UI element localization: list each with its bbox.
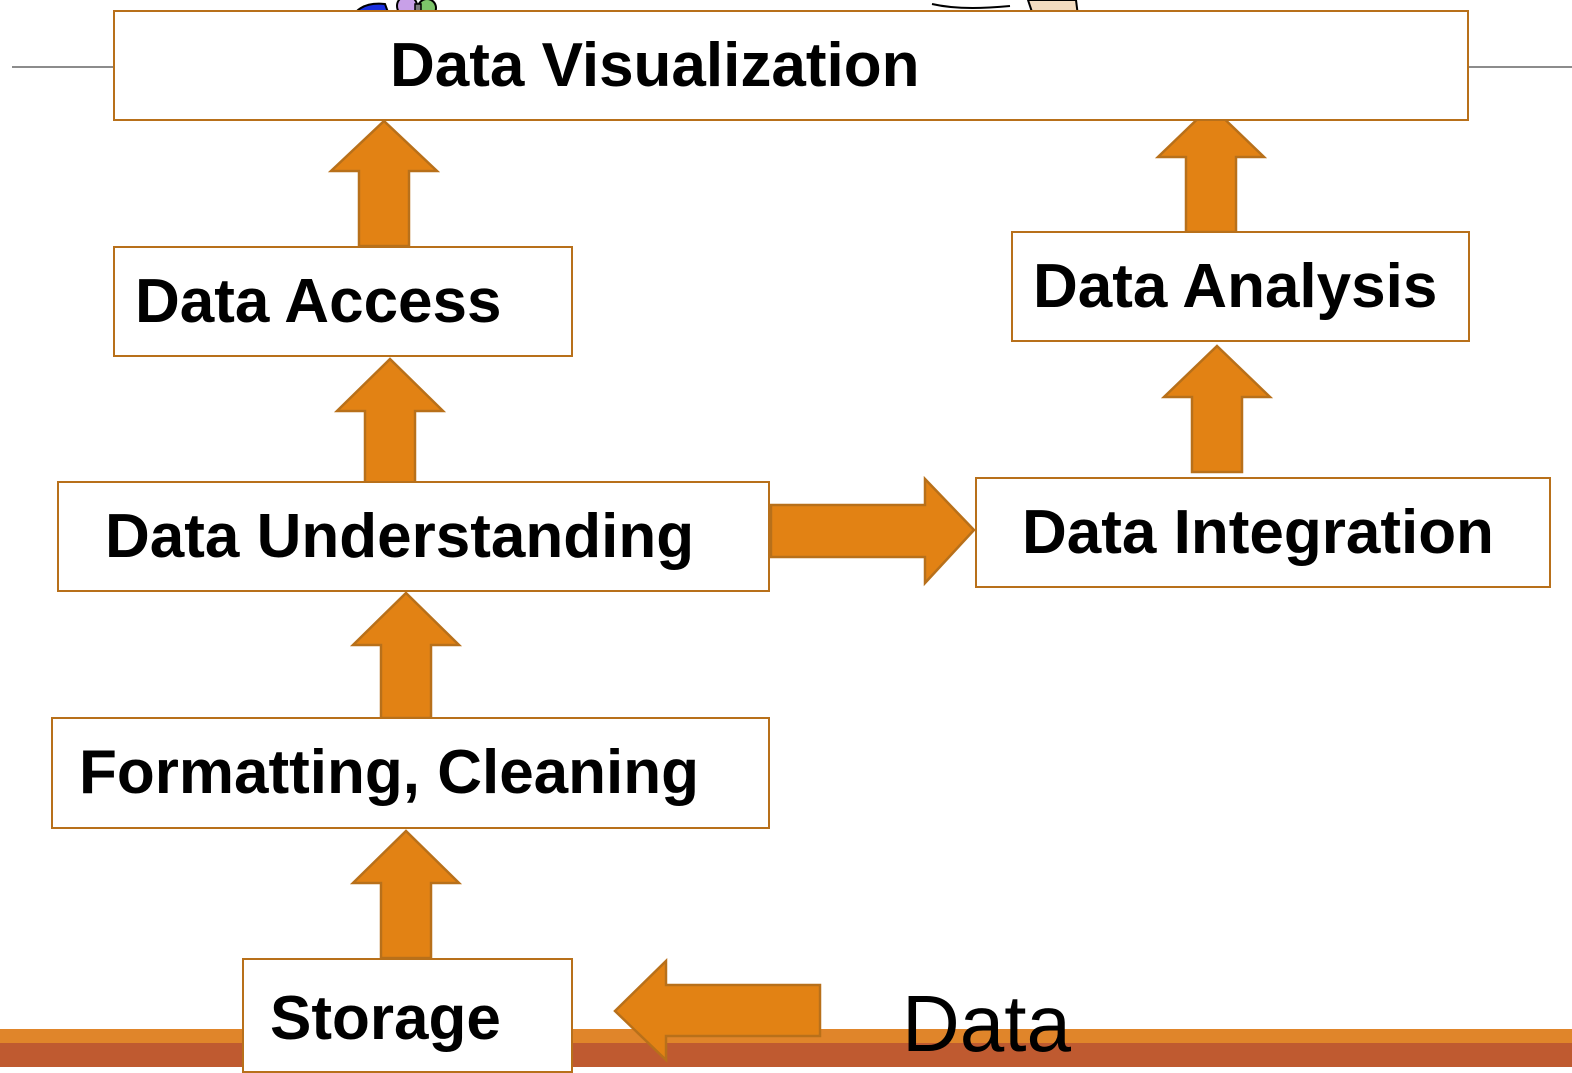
- node-data-access: Data Access: [113, 246, 573, 357]
- left-rule-line: [12, 66, 116, 68]
- node-data-integration: Data Integration: [975, 477, 1551, 588]
- node-label: Data Integration: [1022, 497, 1494, 567]
- node-label: Data Visualization: [390, 30, 920, 100]
- node-storage: Storage: [242, 958, 573, 1073]
- node-data-understanding: Data Understanding: [57, 481, 770, 592]
- node-label: Formatting, Cleaning: [79, 738, 699, 807]
- node-label: Data Analysis: [1033, 251, 1438, 321]
- right-rule-line: [1468, 66, 1572, 68]
- node-data-visualization: Data Visualization: [113, 10, 1469, 121]
- node-formatting-cleaning: Formatting, Cleaning: [51, 717, 770, 829]
- node-label: Data Access: [135, 266, 502, 336]
- data-input-label: Data: [902, 979, 1071, 1068]
- node-data-analysis: Data Analysis: [1011, 231, 1470, 342]
- node-label: Data Understanding: [105, 501, 695, 571]
- node-label: Storage: [270, 984, 501, 1053]
